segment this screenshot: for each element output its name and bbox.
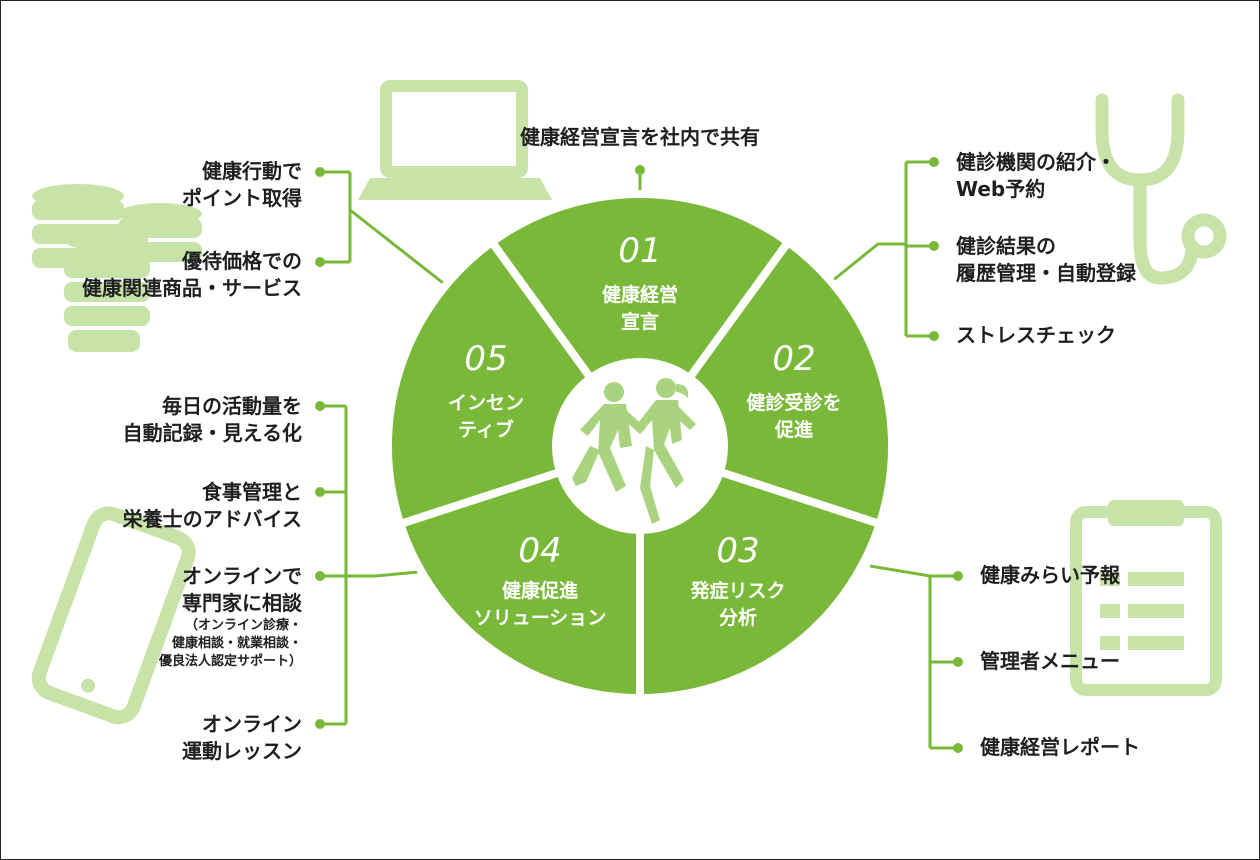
smartphone-icon — [31, 506, 196, 725]
left-bottom-item-1: 毎日の活動量を 自動記録・見える化 — [0, 393, 302, 447]
left-bottom-item-3-sub2: 健康相談・就業相談・ — [171, 636, 302, 651]
left-bottom-item-4-line2: 運動レッスン — [182, 739, 302, 763]
left-bottom-item-4-line1: オンライン — [202, 712, 302, 736]
right-top-item-3: ストレスチェック — [956, 322, 1116, 349]
connector-dots — [315, 157, 963, 753]
segment-05-line2: ティブ — [458, 419, 514, 441]
left-top-item-2: 優待価格での 健康関連商品・サービス — [0, 248, 302, 302]
top-label: 健康経営宣言を社内で共有 — [520, 125, 760, 149]
left-bottom-item-3-line1: オンラインで — [182, 564, 302, 588]
left-bottom-item-2-line2: 栄養士のアドバイス — [122, 507, 302, 531]
segment-01-line1: 健康経営 — [601, 284, 678, 306]
left-top-item-2-line1: 優待価格での — [182, 249, 302, 273]
segment-02-line2: 促進 — [774, 419, 813, 441]
segment-01-number: 01 — [618, 231, 662, 271]
right-top-item-3-line1: ストレスチェック — [956, 323, 1116, 347]
right-top-item-2-line1: 健診結果の — [956, 234, 1056, 258]
left-bottom-item-2-line1: 食事管理と — [202, 480, 302, 504]
segment-05-line1: インセン — [447, 392, 524, 414]
right-top-item-2: 健診結果の 履歴管理・自動登録 — [956, 233, 1136, 287]
right-bottom-item-3: 健康経営レポート — [980, 735, 1140, 759]
right-bottom-item-1: 健康みらい予報 — [980, 563, 1120, 587]
right-top-item-2-line2: 履歴管理・自動登録 — [956, 261, 1136, 285]
left-top-item-2-line2: 健康関連商品・サービス — [82, 276, 302, 300]
segment-03-line2: 分析 — [718, 607, 757, 629]
segment-02-line1: 健診受診を — [746, 392, 842, 414]
laptop-base — [358, 178, 552, 200]
left-top-item-1: 健康行動で ポイント取得 — [0, 158, 302, 212]
left-bottom-item-1-line1: 毎日の活動量を — [162, 394, 302, 418]
left-bottom-item-3-sub1: （オンライン診療・ — [184, 618, 302, 633]
right-top-item-1: 健診機関の紹介・ Web予約 — [956, 149, 1116, 203]
segment-04-number: 04 — [518, 531, 562, 571]
segment-03-number: 03 — [716, 531, 760, 571]
segment-04-line2: ソリューション — [473, 607, 607, 629]
right-bottom-item-2: 管理者メニュー — [980, 649, 1120, 673]
left-top-item-1-line1: 健康行動で — [202, 159, 302, 183]
center-circle — [552, 358, 728, 534]
segment-04-line1: 健康促進 — [501, 580, 578, 602]
stethoscope-icon — [1095, 93, 1227, 285]
right-top-item-1-line2: Web予約 — [956, 177, 1046, 201]
wheel-segment-01 — [487, 189, 793, 450]
segment-01-line2: 宣言 — [620, 311, 659, 333]
left-bottom-item-3-sub3: 優良法人認定サポート） — [158, 654, 302, 669]
left-top-item-1-line2: ポイント取得 — [182, 186, 302, 210]
laptop-icon — [380, 80, 528, 178]
right-top-item-1-line1: 健診機関の紹介・ — [956, 150, 1116, 174]
left-bottom-item-3: オンラインで 専門家に相談 （オンライン診療・ 健康相談・就業相談・ 優良法人認… — [0, 563, 302, 671]
runners-icon — [572, 378, 696, 524]
left-bottom-item-3-line2: 専門家に相談 — [182, 591, 302, 615]
left-bottom-item-1-line2: 自動記録・見える化 — [122, 421, 302, 445]
clipboard-icon — [1070, 500, 1222, 696]
segment-05-number: 05 — [464, 339, 508, 379]
segment-03-line1: 発症リスク — [690, 580, 786, 602]
coins-icon — [32, 184, 202, 352]
segment-02-number: 02 — [772, 339, 816, 379]
left-bottom-item-4: オンライン 運動レッスン — [0, 711, 302, 765]
left-bottom-item-2: 食事管理と 栄養士のアドバイス — [0, 479, 302, 533]
